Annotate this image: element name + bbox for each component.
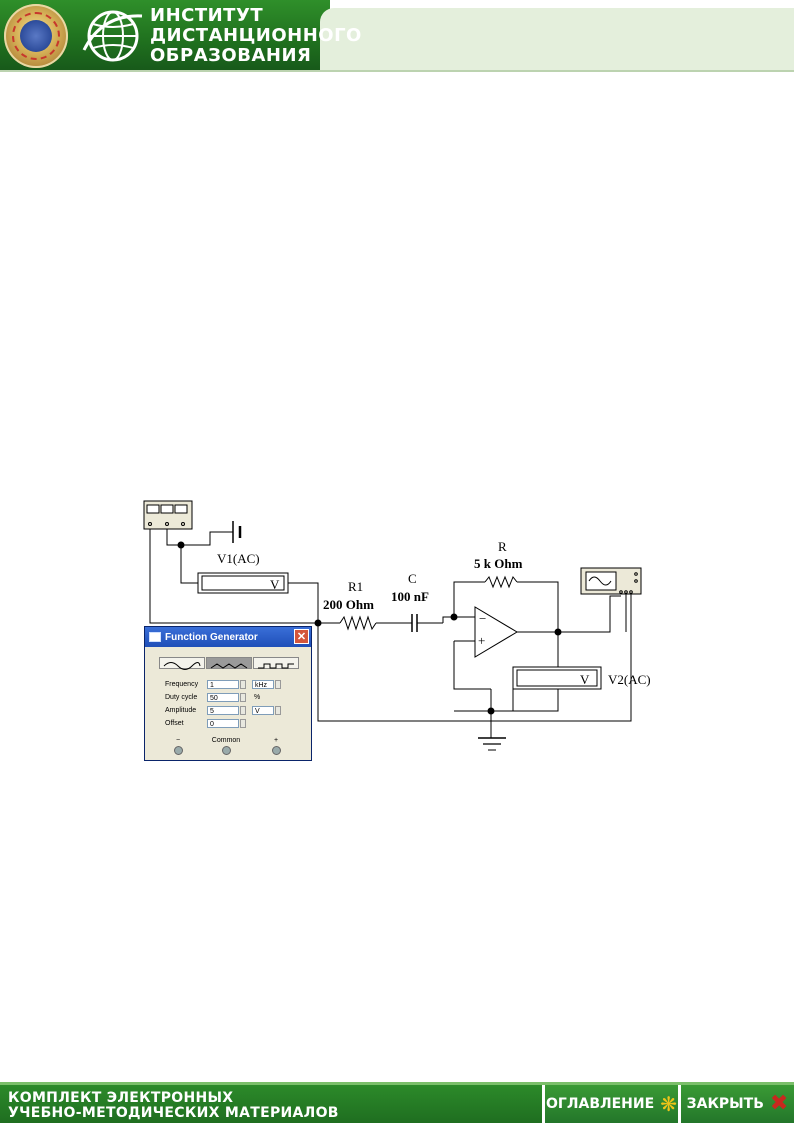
- footer-title-line: КОМПЛЕКТ ЭЛЕКТРОННЫХ: [8, 1090, 234, 1106]
- frequency-spinner[interactable]: [240, 679, 246, 689]
- footer-title: КОМПЛЕКТ ЭЛЕКТРОННЫХ УЧЕБНО-МЕТОДИЧЕСКИХ…: [8, 1091, 339, 1121]
- function-generator-window[interactable]: Function Generator ✕ Frequency 1 kHz Dut…: [144, 626, 312, 761]
- duty-cycle-spinner[interactable]: [240, 692, 246, 702]
- toc-label: ОГЛАВЛЕНИЕ: [546, 1096, 655, 1112]
- c-value: 100 nF: [391, 589, 429, 604]
- header-light-panel: [320, 8, 794, 72]
- terminal-common[interactable]: Common: [211, 737, 241, 755]
- terminal-minus[interactable]: −: [163, 737, 193, 755]
- v2-display: V: [580, 672, 590, 687]
- window-icon: [149, 632, 161, 642]
- c-name: C: [408, 571, 417, 586]
- amplitude-unit-select[interactable]: V: [252, 705, 274, 715]
- waveform-selector: [159, 657, 299, 670]
- flower-icon: ❋: [660, 1092, 677, 1116]
- footer-divider: [0, 1082, 794, 1085]
- offset-spinner[interactable]: [240, 718, 246, 728]
- institute-title-line: ДИСТАНЦИОННОГО: [150, 25, 362, 46]
- amplitude-spinner[interactable]: [240, 705, 246, 715]
- r-value: 5 k Ohm: [474, 556, 523, 571]
- terminal-common-label: Common: [211, 737, 241, 744]
- amplitude-unit-spinner[interactable]: [275, 705, 281, 715]
- table-of-contents-button[interactable]: ОГЛАВЛЕНИЕ ❋: [545, 1085, 678, 1123]
- offset-input[interactable]: 0: [207, 718, 239, 728]
- close-icon[interactable]: ✕: [294, 629, 309, 644]
- square-wave-button[interactable]: [253, 657, 299, 669]
- terminal-plus-label: +: [273, 737, 279, 744]
- globe-logo-icon: [82, 10, 143, 62]
- opamp-plus-label: +: [478, 633, 485, 648]
- close-x-icon: ✖: [769, 1091, 789, 1116]
- frequency-input[interactable]: 1: [207, 679, 239, 689]
- amplitude-label: Amplitude: [165, 706, 197, 714]
- r-name: R: [498, 539, 507, 554]
- offset-row: Offset 0: [165, 718, 246, 728]
- duty-cycle-label: Duty cycle: [165, 693, 198, 701]
- page-footer: КОМПЛЕКТ ЭЛЕКТРОННЫХ УЧЕБНО-МЕТОДИЧЕСКИХ…: [0, 1082, 794, 1123]
- institute-title-line: ИНСТИТУТ: [150, 5, 264, 26]
- footer-title-line: УЧЕБНО-МЕТОДИЧЕСКИХ МАТЕРИАЛОВ: [8, 1105, 339, 1121]
- frequency-row: Frequency 1 kHz: [165, 679, 281, 689]
- opamp-minus-label: −: [479, 611, 486, 626]
- offset-label: Offset: [165, 719, 184, 727]
- frequency-label: Frequency: [165, 680, 199, 688]
- frequency-unit-select[interactable]: kHz: [252, 679, 274, 689]
- duty-cycle-input[interactable]: 50: [207, 692, 239, 702]
- v1-label: V1(AC): [217, 551, 260, 566]
- terminal-plus[interactable]: +: [261, 737, 291, 755]
- amplitude-row: Amplitude 5 V: [165, 705, 281, 715]
- institute-title: ИНСТИТУТ ДИСТАНЦИОННОГО ОБРАЗОВАНИЯ: [150, 5, 362, 66]
- institute-emblem-icon: [4, 4, 68, 68]
- terminal-minus-label: −: [175, 737, 181, 744]
- close-button[interactable]: ЗАКРЫТЬ ✖: [681, 1085, 794, 1123]
- triangle-wave-button[interactable]: [206, 657, 252, 669]
- circuit-diagram: V1(AC) V R1 200 Ohm C 100 nF R 5 k Ohm −…: [143, 500, 651, 751]
- function-generator-titlebar[interactable]: Function Generator ✕: [145, 627, 311, 647]
- frequency-unit-spinner[interactable]: [275, 679, 281, 689]
- r1-name: R1: [348, 579, 363, 594]
- page-header: ИНСТИТУТ ДИСТАНЦИОННОГО ОБРАЗОВАНИЯ: [0, 0, 794, 72]
- footer-panel: КОМПЛЕКТ ЭЛЕКТРОННЫХ УЧЕБНО-МЕТОДИЧЕСКИХ…: [0, 1085, 542, 1123]
- v2-label: V2(AC): [608, 672, 651, 687]
- close-label: ЗАКРЫТЬ: [686, 1096, 764, 1112]
- institute-title-line: ОБРАЗОВАНИЯ: [150, 45, 312, 66]
- v1-display: V: [270, 577, 280, 592]
- function-generator-title: Function Generator: [165, 631, 258, 643]
- amplitude-input[interactable]: 5: [207, 705, 239, 715]
- r1-value: 200 Ohm: [323, 597, 374, 612]
- sine-wave-button[interactable]: [159, 657, 205, 670]
- duty-cycle-unit: %: [254, 693, 261, 701]
- duty-cycle-row: Duty cycle 50 %: [165, 692, 260, 702]
- header-divider: [0, 70, 794, 72]
